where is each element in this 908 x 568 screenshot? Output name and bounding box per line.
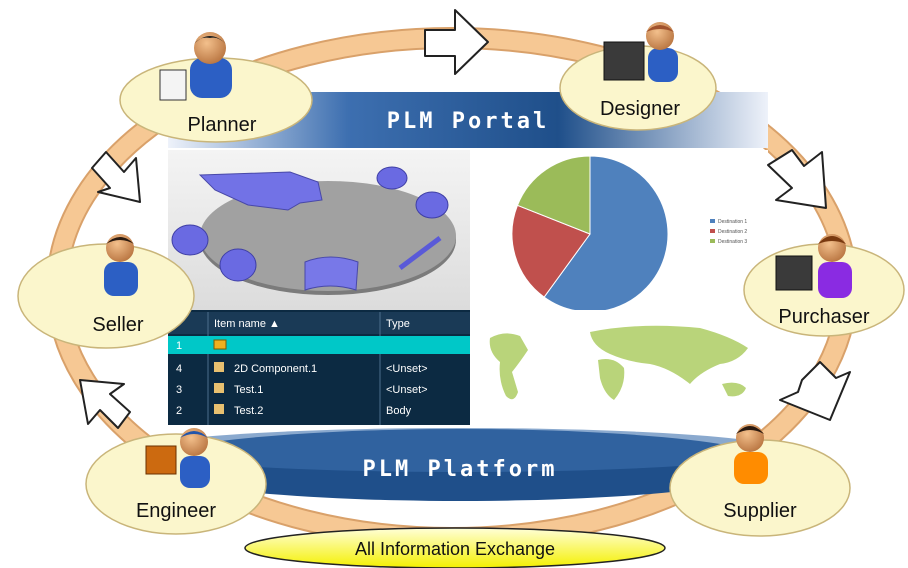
platform-bar-highlight <box>140 428 780 472</box>
legend-swatch <box>710 219 715 223</box>
legend-swatch <box>710 229 715 233</box>
component-icon <box>214 404 224 414</box>
planner-person-icon <box>159 32 232 101</box>
seller-label: Seller <box>92 314 143 336</box>
row-num: 3 <box>176 384 182 396</box>
pie-slice <box>511 204 591 298</box>
platform-title: PLM Platform <box>363 457 558 482</box>
row-type: <Unset> <box>386 384 428 396</box>
table-row[interactable]: 3 Test.1 <Unset> <box>176 383 428 396</box>
row-name: 2D Component.1 <box>234 363 317 375</box>
table-row[interactable]: 2 Test.2 Body <box>176 404 412 417</box>
table-row[interactable]: 1 <box>168 336 470 354</box>
row-type: <Unset> <box>386 363 428 375</box>
world-map-africa <box>598 359 625 400</box>
row-name: Test.2 <box>234 405 263 417</box>
folder-icon <box>213 339 227 350</box>
cad-view <box>168 150 470 310</box>
row-num: 2 <box>176 405 182 417</box>
legend-label: Destination 3 <box>718 239 747 245</box>
purchaser-label: Purchaser <box>778 306 869 328</box>
flow-arrows <box>79 9 851 429</box>
engineer-label: Engineer <box>136 500 216 522</box>
arrow-engineer-to-seller <box>79 379 131 429</box>
component-icon <box>214 383 224 393</box>
engineer-person-icon <box>145 428 210 488</box>
chart-panel: Destination 1 Destination 2 Destination 3 <box>470 150 768 313</box>
component-icon <box>214 362 224 372</box>
legend-label: Destination 2 <box>718 229 747 235</box>
supplier-person-icon <box>734 424 768 484</box>
planner-label: Planner <box>188 114 257 136</box>
legend-swatch <box>710 239 715 243</box>
pie-chart <box>511 155 669 313</box>
row-num: 4 <box>176 363 182 375</box>
supplier-label: Supplier <box>723 500 797 522</box>
arrow-designer-to-purchaser <box>767 149 827 209</box>
designer-person-icon <box>603 22 678 82</box>
arrow-seller-to-planner <box>91 151 141 203</box>
portal-title: PLM Portal <box>387 109 549 134</box>
pie-legend: Destination 1 Destination 2 Destination 3 <box>710 219 747 245</box>
seller-node[interactable]: Seller <box>17 234 195 349</box>
seller-person-icon <box>104 234 138 296</box>
pie-slice <box>516 155 591 235</box>
purchaser-node[interactable]: Purchaser <box>743 234 905 337</box>
row-name: Test.1 <box>234 384 263 396</box>
exchange-label: All Information Exchange <box>355 539 555 559</box>
designer-node[interactable]: Designer <box>559 22 717 131</box>
world-map-australia <box>722 382 746 397</box>
table-row[interactable]: 4 2D Component.1 <Unset> <box>176 362 428 375</box>
item-table: Item name ▲ Type 1 4 2D Component.1 <Uns… <box>168 310 470 425</box>
arrow-purchaser-to-supplier <box>779 361 851 421</box>
table-header-item-name[interactable]: Item name ▲ <box>214 318 280 330</box>
exchange-pill <box>244 527 666 568</box>
arrow-planner-to-designer <box>424 9 489 75</box>
row-type: Body <box>386 405 412 417</box>
table-header-type[interactable]: Type <box>386 318 410 330</box>
world-map-eurasia <box>590 325 748 384</box>
purchaser-person-icon <box>775 234 852 298</box>
supplier-node[interactable]: Supplier <box>669 424 851 537</box>
map-panel <box>470 310 768 422</box>
designer-label: Designer <box>600 98 680 120</box>
row-num: 1 <box>176 340 182 352</box>
legend-label: Destination 1 <box>718 219 747 225</box>
planner-node[interactable]: Planner <box>119 32 313 143</box>
world-map-americas <box>489 333 528 400</box>
engineer-node[interactable]: Engineer <box>85 428 267 535</box>
